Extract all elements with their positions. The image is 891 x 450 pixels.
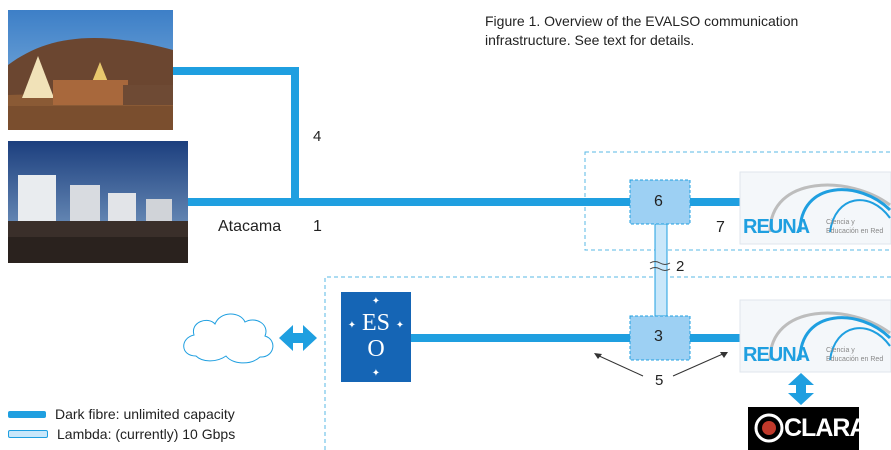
reuna-bottom-tagline-2: Educación en Red bbox=[826, 356, 884, 363]
node-box-3 bbox=[629, 315, 691, 361]
legend-label-lambda: Lambda: (currently) 10 Gbps bbox=[57, 426, 236, 442]
legend-dark-fibre: Dark fibre: unlimited capacity bbox=[8, 406, 235, 422]
reuna-logo-bottom bbox=[739, 299, 891, 373]
lambda-break-mark bbox=[649, 261, 671, 271]
reuna-top-tagline-1: Ciencia y bbox=[826, 219, 855, 226]
arrow-5-right bbox=[672, 352, 726, 377]
svg-text:O: O bbox=[367, 336, 384, 362]
arrowhead-5-left bbox=[594, 353, 602, 359]
double-arrow-icon bbox=[279, 325, 317, 351]
legend-lambda: Lambda: (currently) 10 Gbps bbox=[8, 426, 235, 442]
label-6: 6 bbox=[654, 193, 663, 210]
observatory-photo-top bbox=[8, 10, 173, 130]
arrow-5-left bbox=[596, 354, 644, 377]
fibre-link-top-photo bbox=[173, 67, 299, 202]
reuna-logo-top bbox=[739, 171, 891, 245]
legend-label-dark-fibre: Dark fibre: unlimited capacity bbox=[55, 406, 235, 422]
label-4: 4 bbox=[313, 128, 322, 145]
figure-caption: Figure 1. Overview of the EVALSO communi… bbox=[485, 12, 891, 50]
svg-text:✦: ✦ bbox=[348, 320, 356, 331]
eso-logo bbox=[341, 292, 411, 382]
caption-line-1: Overview of the EVALSO communication bbox=[540, 13, 799, 29]
clara-wordmark: CLARA bbox=[784, 414, 867, 442]
label-3: 3 bbox=[654, 328, 663, 345]
reuna-bottom-tagline-1: Ciencia y bbox=[826, 347, 855, 354]
label-7: 7 bbox=[716, 219, 725, 236]
label-2: 2 bbox=[676, 258, 685, 275]
vertical-double-arrow-icon bbox=[788, 373, 814, 405]
caption-line-2: infrastructure. See text for details. bbox=[485, 32, 695, 48]
label-1: 1 bbox=[313, 218, 322, 235]
reuna-bottom-wordmark: REUNA bbox=[743, 344, 810, 366]
caption-prefix: Figure 1. bbox=[485, 13, 541, 29]
svg-text:ES: ES bbox=[362, 310, 390, 336]
reuna-top-tagline-2: Educación en Red bbox=[826, 228, 884, 235]
svg-text:✦: ✦ bbox=[372, 368, 380, 379]
label-5: 5 bbox=[655, 372, 664, 389]
svg-text:✦: ✦ bbox=[372, 296, 380, 307]
bottom-dashed-region bbox=[324, 276, 891, 450]
legend-swatch-lambda bbox=[8, 430, 48, 438]
arrowhead-5-right bbox=[720, 352, 728, 358]
node-box-6 bbox=[629, 179, 691, 225]
observatory-photo-bottom bbox=[8, 141, 188, 263]
legend-swatch-dark-fibre bbox=[8, 410, 46, 418]
svg-text:✦: ✦ bbox=[396, 320, 404, 331]
label-atacama: Atacama bbox=[218, 218, 282, 235]
reuna-top-wordmark: REUNA bbox=[743, 216, 810, 238]
cloud-icon bbox=[183, 313, 274, 364]
